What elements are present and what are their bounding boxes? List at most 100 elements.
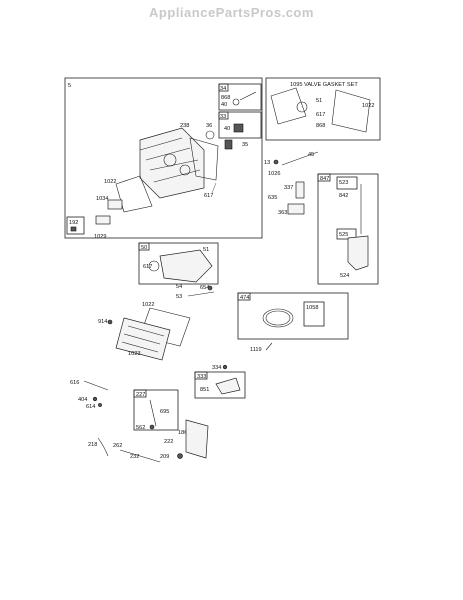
screw-334 [222,364,228,370]
callout-1029: 1029 [94,234,106,240]
group-box-333-tag [194,371,208,380]
tie-1119 [265,342,273,351]
part-209 [177,453,183,459]
callout-695: 695 [160,409,169,415]
callout-847: 847 [320,176,329,182]
callout-45: 45 [308,152,314,158]
part-614 [98,403,102,407]
shaft-616 [83,380,109,391]
callout-635: 635 [268,195,277,201]
callout-227: 227 [136,392,145,398]
group-box-333 [194,371,246,399]
callout-617-b: 617 [316,112,325,118]
harness-coil [262,308,294,328]
callout-186: 186 [178,430,187,436]
control-bracket [185,419,209,459]
callout-1034: 1034 [96,196,108,202]
cylinder-head-part [139,127,205,199]
callout-238: 238 [180,123,189,129]
callout-614: 614 [86,404,95,410]
callout-1022-b: 1022 [362,103,374,109]
sub-box-34-tag [218,83,229,92]
callout-363: 363 [278,210,287,216]
stud-45 [281,151,319,166]
group-box-474-tag [237,292,251,301]
callout-617-c: 617 [143,264,152,270]
callout-51-a: 51 [316,98,322,104]
sub-box-34 [218,83,262,111]
cooling-fins [139,137,201,183]
gasket-set-oring [296,101,308,113]
callout-13: 13 [264,160,270,166]
sub-box-1058 [303,301,325,327]
group-box-50 [138,242,219,285]
callout-525: 525 [339,232,348,238]
callout-50: 50 [141,245,147,251]
callout-262: 262 [113,443,122,449]
callout-5: 5 [68,83,71,89]
callout-868: 868 [221,95,230,101]
callout-51-b: 51 [203,247,209,253]
manifold-oring [148,260,160,272]
callout-474: 474 [240,295,249,301]
stud-53 [187,291,215,297]
sensor-part [287,203,305,215]
group-box-227 [133,389,179,431]
callout-36: 36 [206,123,212,129]
rocker-nut-part [224,139,233,150]
harness-coil-inner [265,310,291,326]
stud-part [239,91,257,101]
callout-868-b: 868 [316,123,325,129]
dipstick-group: 847 523 842 525 524 [317,173,379,285]
manifold-group: 50 51 617 54 654 53 [138,242,219,300]
callout-851: 851 [200,387,209,393]
callout-33: 33 [220,114,226,120]
nut-part [233,123,244,133]
callout-404: 404 [78,397,87,403]
sub-box-525 [336,228,357,240]
valve-port [179,164,191,176]
callout-337: 337 [284,185,293,191]
callout-222: 222 [164,439,173,445]
harness-group: 474 1058 1119 [237,292,349,353]
rocker-part [205,130,215,140]
group-box-5 [64,77,263,239]
washer-part [232,98,240,106]
cylinder-head-group: 5 34 868 40 33 40 238 36 35 617 1022 103… [64,77,263,240]
valve-cover-group: 1022 914 1023 [98,302,191,361]
screw-914 [107,319,113,325]
gasket-set-title: 1095 VALVE GASKET SET [290,82,358,88]
gasket-set-gasket-a [270,87,307,125]
callout-40-b: 40 [224,126,230,132]
manifold-part [159,249,213,283]
link-262 [119,449,161,463]
callout-333: 333 [197,374,206,380]
callout-232: 232 [130,454,139,460]
washer-13 [273,159,279,165]
group-box-847-tag [317,173,331,182]
breather-part [107,199,123,210]
sub-box-523 [336,176,358,190]
callout-616: 616 [70,380,79,386]
sub-box-33-tag [218,111,229,120]
spring-218 [97,437,109,457]
sub-box-192 [66,216,85,235]
cover-ribs [121,325,165,353]
callout-218: 218 [88,442,97,448]
watermark: AppliancePartsPros.com [149,5,314,20]
leader [211,182,217,194]
throttle-group: 334 333 851 [194,364,246,399]
group-box-847 [317,173,379,285]
callout-334: 334 [212,365,221,371]
callout-842: 842 [339,193,348,199]
callout-35: 35 [242,142,248,148]
callout-523: 523 [339,180,348,186]
bracket-333 [215,377,241,395]
callout-1023: 1023 [128,351,140,357]
governor-group: 616 404 614 227 695 562 186 218 262 222 … [70,380,209,463]
callout-914: 914 [98,319,107,325]
nut-654 [207,285,213,291]
callout-53: 53 [176,294,182,300]
part-562 [149,424,155,430]
group-box-50-tag [138,242,150,251]
